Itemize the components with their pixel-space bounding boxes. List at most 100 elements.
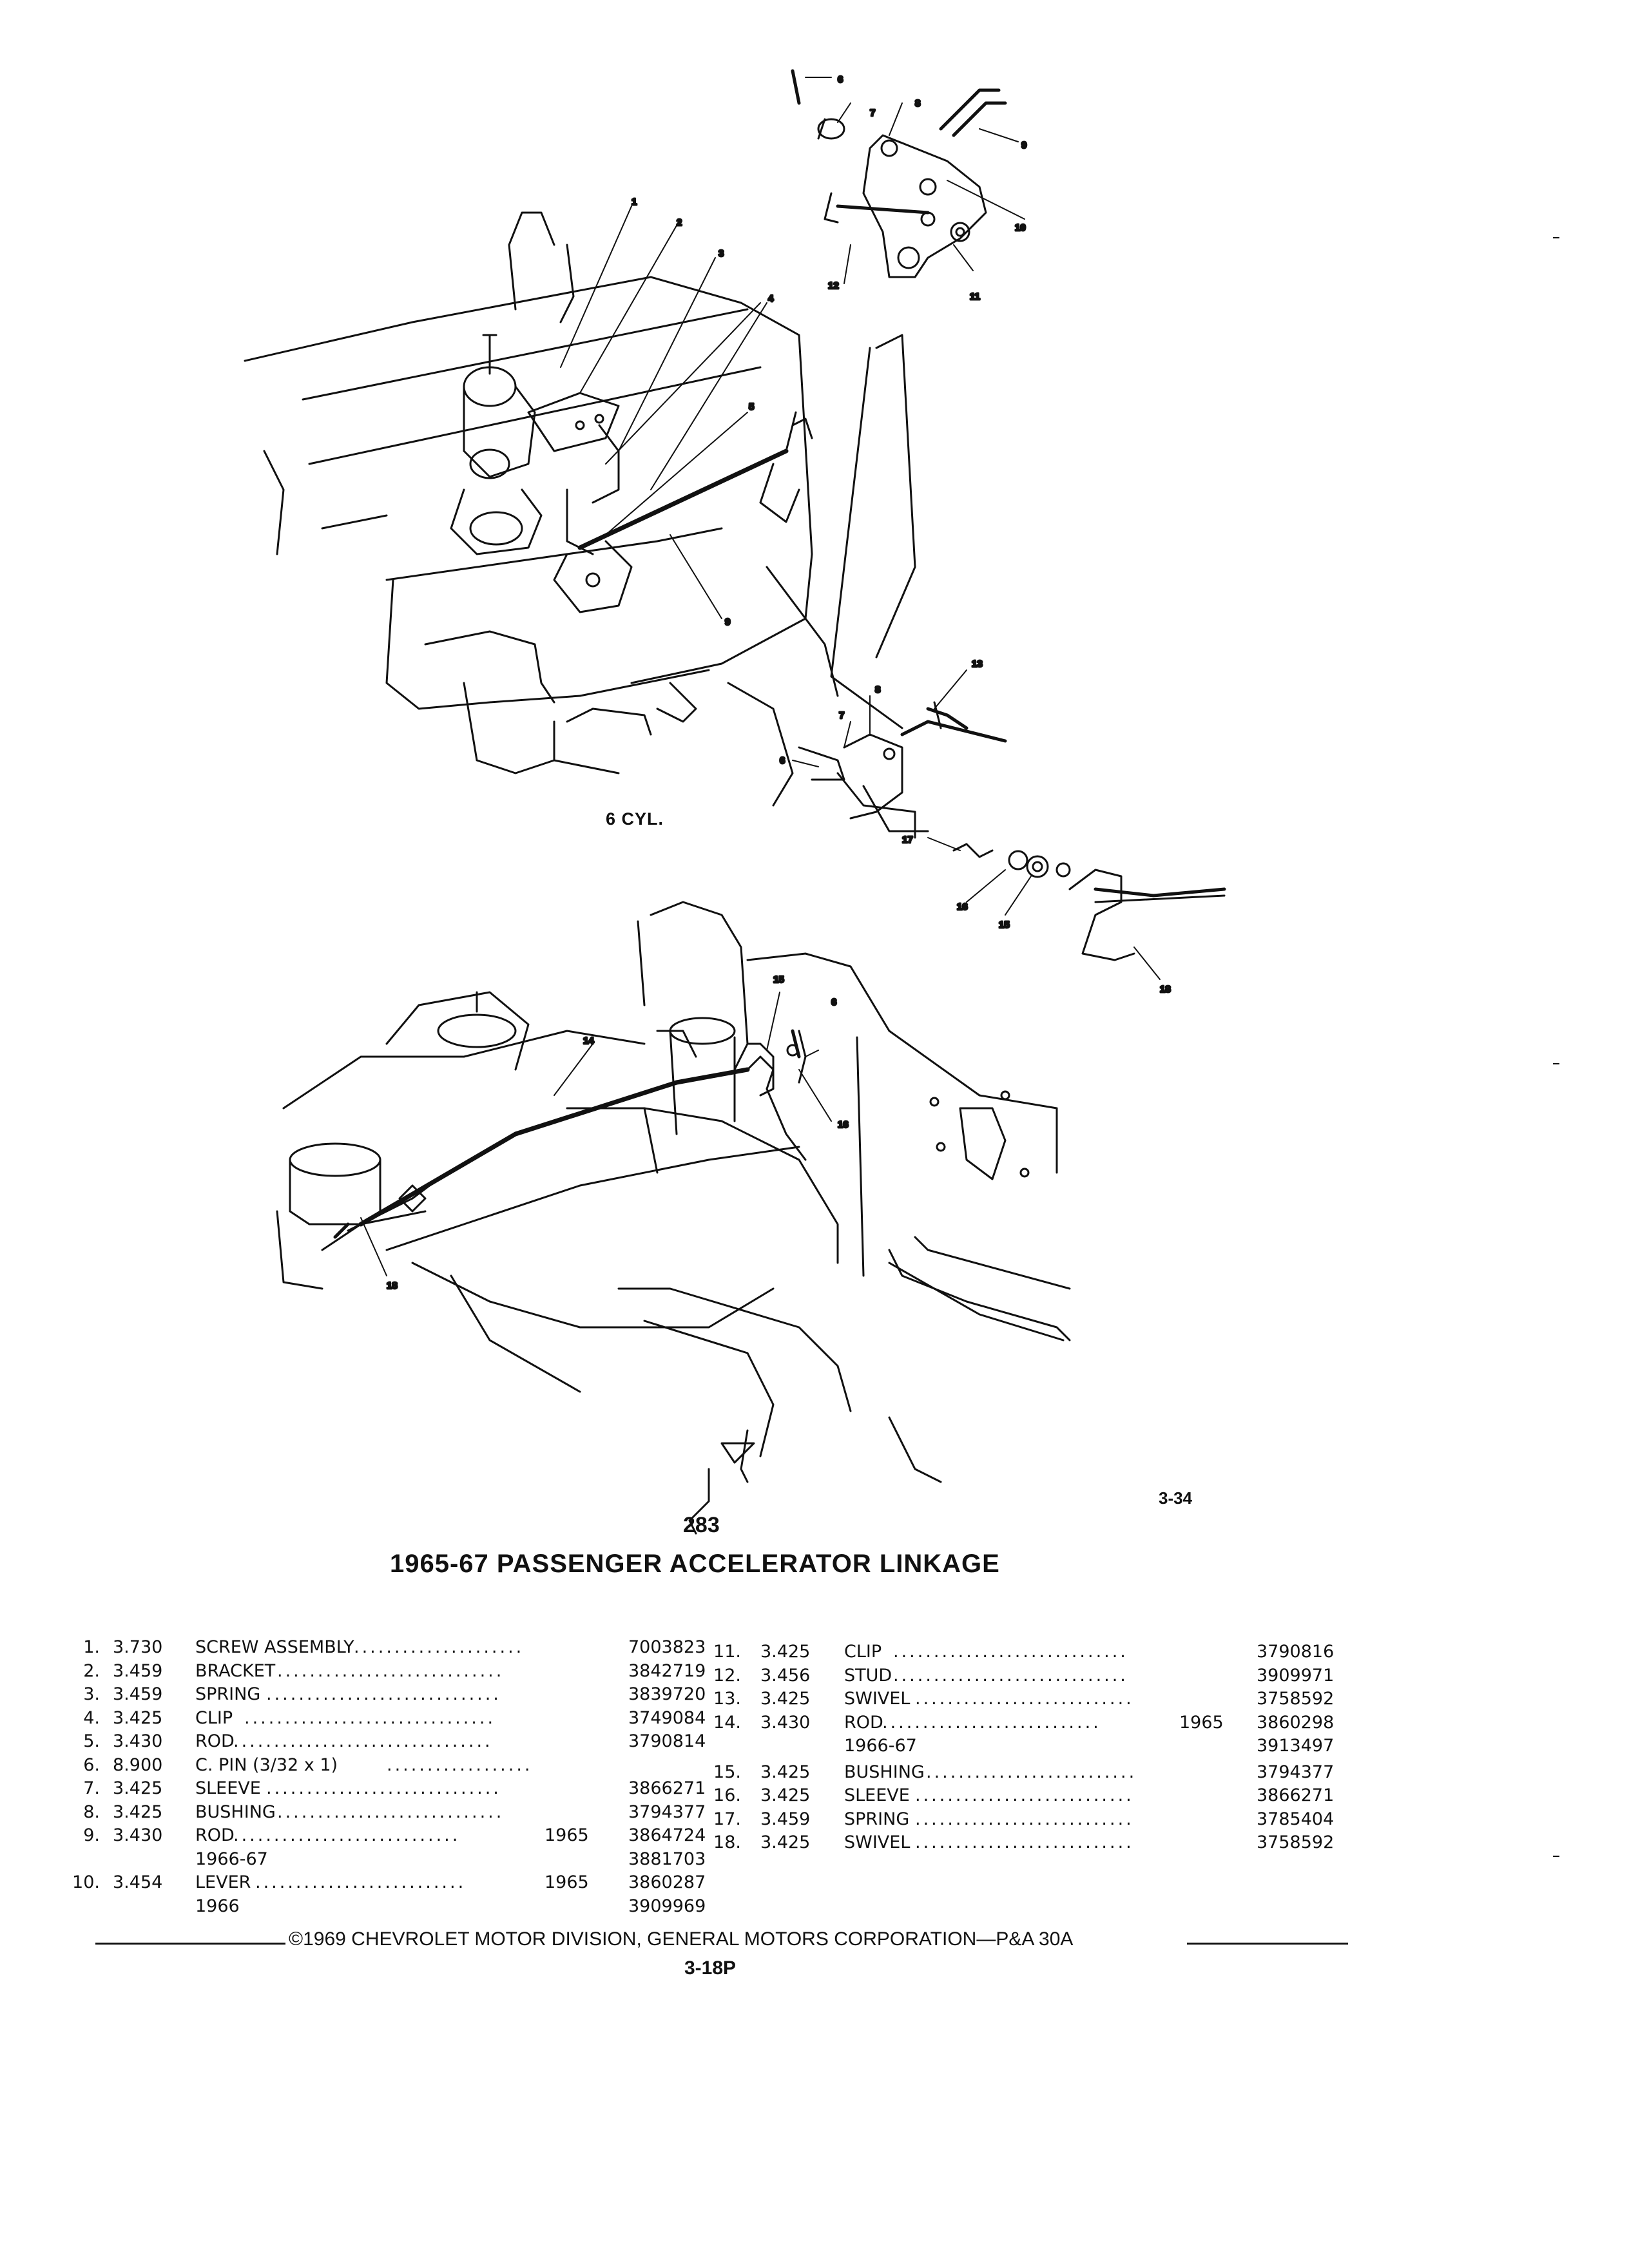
leader-dots: ........................... [915,1809,1134,1829]
callout-1: 1 [631,197,637,207]
leader-dots: .................. [387,1754,533,1775]
part-number: 7003823 [628,1637,706,1657]
callout-leaders [360,77,1161,1276]
callout-8: 8 [915,98,920,109]
callout-3: 3 [718,248,724,259]
item-number: 15. [713,1762,741,1782]
callout-9b: 9 [725,617,730,628]
callout-18b: 18 [387,1280,398,1291]
item-number: 6. [83,1754,100,1775]
part-name: SCREW ASSEMBLY [195,1637,354,1657]
parts-row: 1966-67 3881703 [55,1849,738,1870]
callout-numbers: 6 7 8 9 10 11 12 1 2 3 4 5 9 13 8 7 6 17… [386,73,1172,1293]
callout-11: 11 [970,291,980,302]
part-number: 3860298 [1257,1712,1335,1733]
part-name: BRACKET [195,1660,276,1681]
callout-13: 13 [972,658,983,669]
part-number: 3758592 [1257,1689,1335,1709]
part-name: SWIVEL [844,1832,911,1852]
callout-8b: 8 [875,684,880,695]
item-number: 7. [83,1778,100,1798]
engine-label-6cyl: 6 CYL. [606,809,664,829]
copyright-line: ©1969 CHEVROLET MOTOR DIVISION, GENERAL … [289,1928,1074,1950]
part-name: SPRING [844,1809,910,1829]
group-number: 3.425 [760,1832,811,1852]
group-number: 3.459 [113,1660,163,1681]
group-number: 3.454 [113,1872,163,1892]
part-name: BUSHING [844,1762,925,1782]
part-number: 3790814 [628,1731,706,1751]
item-number: 5. [83,1731,100,1751]
callout-2: 2 [677,217,682,228]
part-name: 1966-67 [195,1849,268,1869]
item-number: 8. [83,1802,100,1822]
item-number: 4. [83,1707,100,1728]
lever-inset-top [791,69,1007,278]
callout-18: 18 [1160,984,1171,995]
group-number: 3.425 [760,1785,811,1805]
six-cyl-engine-drawing [244,211,916,807]
item-number: 2. [83,1660,100,1681]
leader-dots: ........................... [915,1689,1134,1709]
callout-7: 7 [870,108,875,119]
group-number: 3.425 [760,1689,811,1709]
callout-6c: 6 [831,997,836,1008]
part-name: LEVER [195,1872,251,1892]
item-number: 1. [83,1637,100,1657]
group-number: 3.430 [760,1712,811,1733]
part-name: SWIVEL [844,1689,911,1709]
callout-14: 14 [583,1035,594,1046]
part-name: ROD [844,1712,883,1733]
leader-dots: .......................... [255,1872,467,1892]
part-name: STUD [844,1665,892,1686]
item-number: 12. [713,1665,741,1686]
part-name: SLEEVE [844,1785,910,1805]
leader-dots: ............................. [266,1684,501,1704]
leader-dots: ........................... [915,1785,1134,1805]
part-number: 3790816 [1257,1642,1335,1662]
part-number: 3794377 [628,1802,706,1822]
leader-dots: ................................ [233,1731,493,1751]
v8-engine-drawing [276,843,1226,1535]
leader-dots: ............................... [244,1707,496,1728]
callout-12: 12 [828,280,839,291]
leader-dots: .......................... [926,1762,1137,1782]
leader-dots: ........................... [915,1832,1134,1852]
group-number: 3.730 [113,1637,163,1657]
callout-6: 6 [838,74,843,85]
callout-4: 4 [768,293,774,304]
group-number: 3.456 [760,1665,811,1686]
part-name: SPRING [195,1684,261,1704]
part-number: 3842719 [628,1660,706,1681]
callout-7b: 7 [839,710,844,721]
callout-9: 9 [1021,140,1027,151]
group-number: 3.425 [113,1707,163,1728]
group-number: 3.425 [760,1762,811,1782]
leader-dots: ............................ [233,1825,461,1845]
page-title: 1965-67 PASSENGER ACCELERATOR LINKAGE [390,1550,1000,1578]
page-number: 3-18P [684,1957,737,1979]
group-number: 3.430 [113,1825,163,1845]
item-number: 18. [713,1832,741,1852]
item-number: 14. [713,1712,741,1733]
part-name: BUSHING [195,1802,276,1822]
linkage-illustration: 6 7 8 9 10 11 12 1 2 3 4 5 9 13 8 7 6 17… [244,69,1226,1535]
item-number: 10. [72,1872,100,1892]
leader-dots: ........................... [882,1712,1101,1733]
parts-row: 15. 3.425 BUSHING.........................… [696,1762,1392,1783]
part-number: 3794377 [1257,1762,1335,1782]
callout-5: 5 [749,401,754,412]
part-name: 1966-67 [844,1736,917,1756]
part-number: 3881703 [628,1849,706,1869]
